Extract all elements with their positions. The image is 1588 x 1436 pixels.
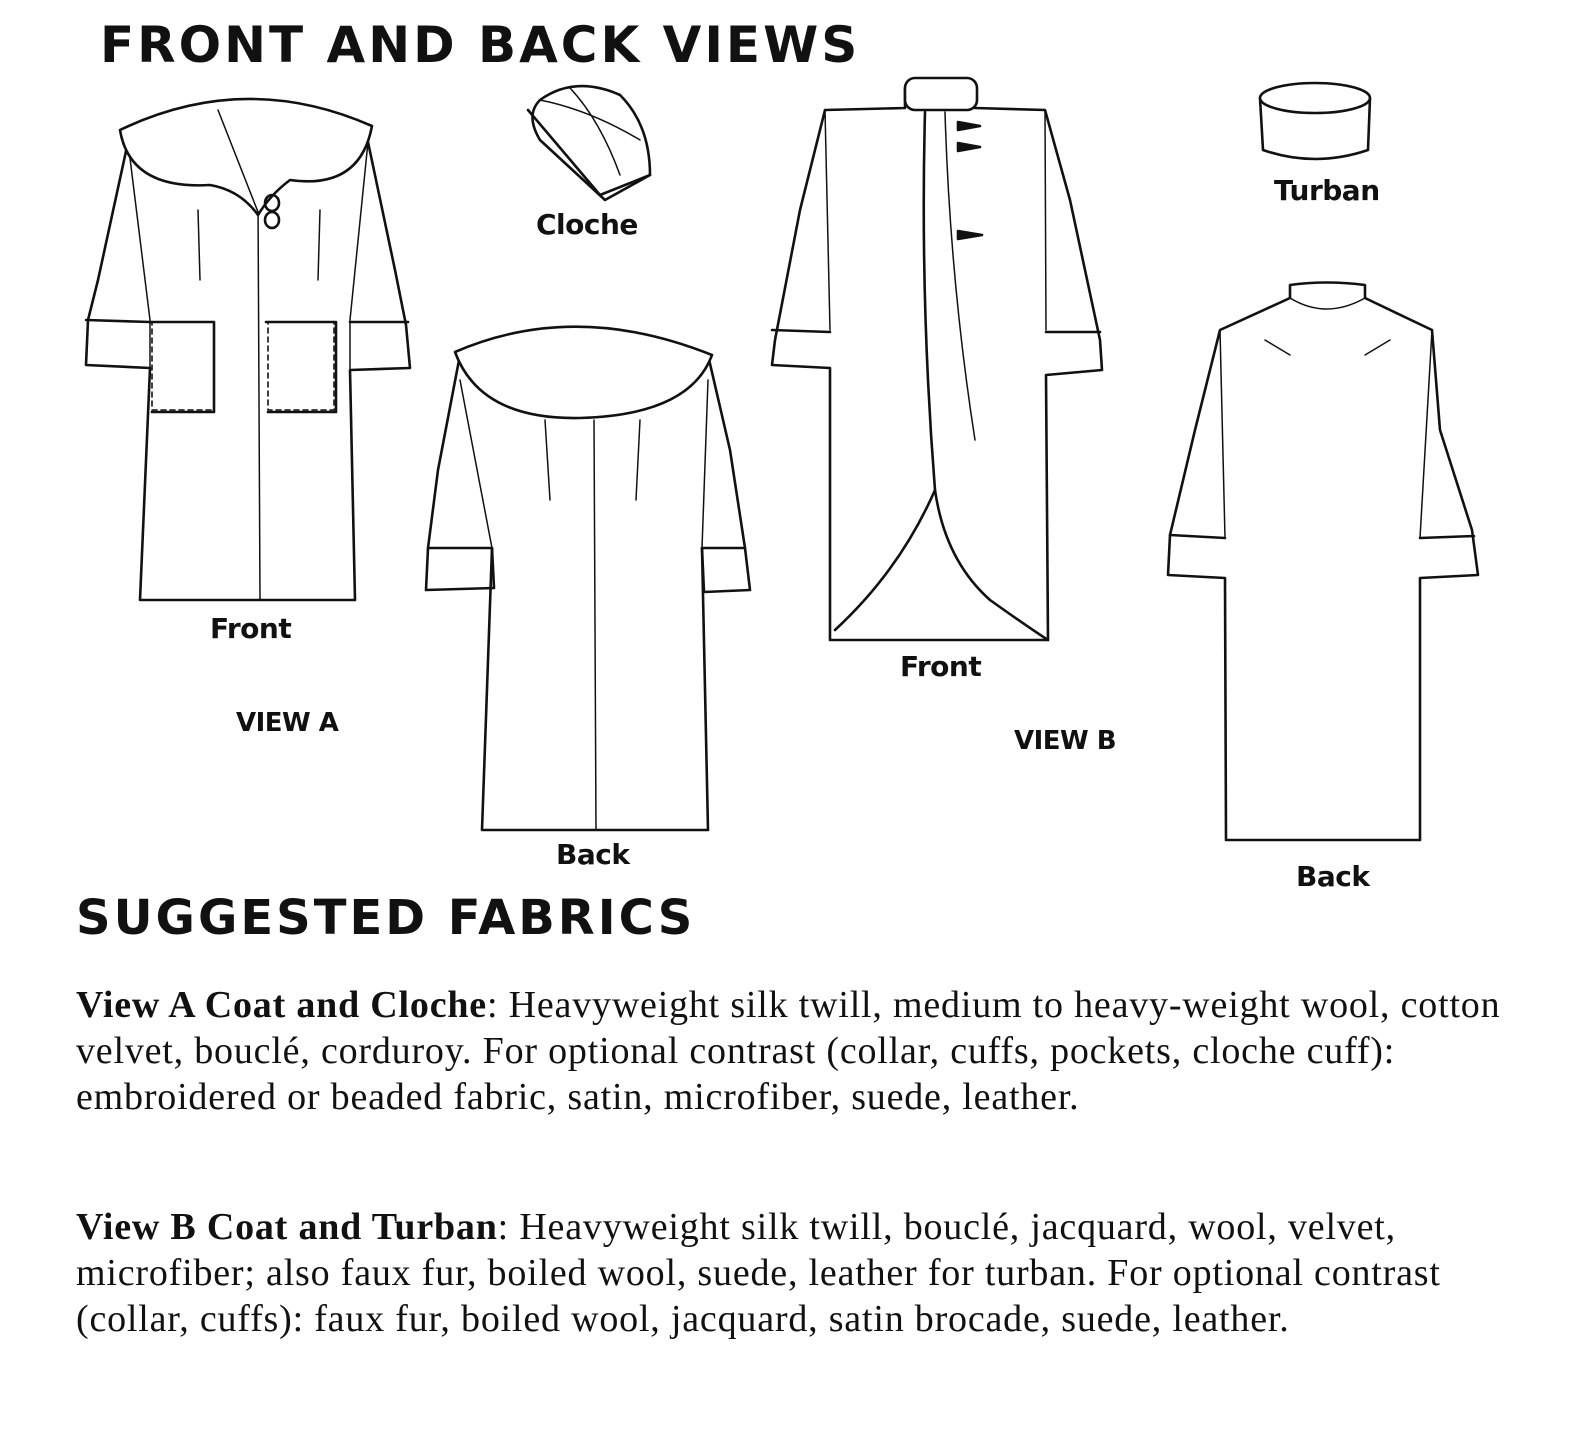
- view-a-label: VIEW A: [236, 708, 339, 738]
- view-b-front-coat-drawing: [770, 76, 1104, 642]
- view-a-fabrics-paragraph: View A Coat and Cloche: Heavyweight silk…: [76, 982, 1516, 1120]
- view-a-back-coat-drawing: [424, 325, 752, 832]
- cloche-hat-drawing: [526, 84, 652, 202]
- view-b-fabrics-text: : Heavyweight silk twill, bouclé, jacqua…: [76, 1206, 1441, 1340]
- front-and-back-views-heading: FRONT AND BACK VIEWS: [100, 16, 861, 74]
- view-b-label: VIEW B: [1014, 726, 1117, 756]
- view-b-fabrics-paragraph: View B Coat and Turban: Heavyweight silk…: [76, 1204, 1516, 1342]
- turban-hat-drawing: [1258, 81, 1372, 161]
- cloche-label: Cloche: [536, 208, 638, 241]
- turban-label: Turban: [1274, 174, 1380, 207]
- view-a-fabrics-text: : Heavyweight silk twill, medium to heav…: [76, 984, 1501, 1118]
- view-b-fabrics-lead: View B Coat and Turban: [76, 1206, 498, 1248]
- view-b-front-label: Front: [900, 650, 982, 683]
- view-a-back-label: Back: [556, 838, 630, 871]
- view-a-front-label: Front: [210, 612, 292, 645]
- view-b-back-label: Back: [1296, 860, 1370, 893]
- view-b-back-coat-drawing: [1166, 281, 1480, 842]
- view-a-front-coat-drawing: [84, 97, 412, 602]
- view-a-fabrics-lead: View A Coat and Cloche: [76, 984, 487, 1026]
- suggested-fabrics-heading: SUGGESTED FABRICS: [76, 890, 696, 946]
- garment-illustrations: [84, 76, 1480, 842]
